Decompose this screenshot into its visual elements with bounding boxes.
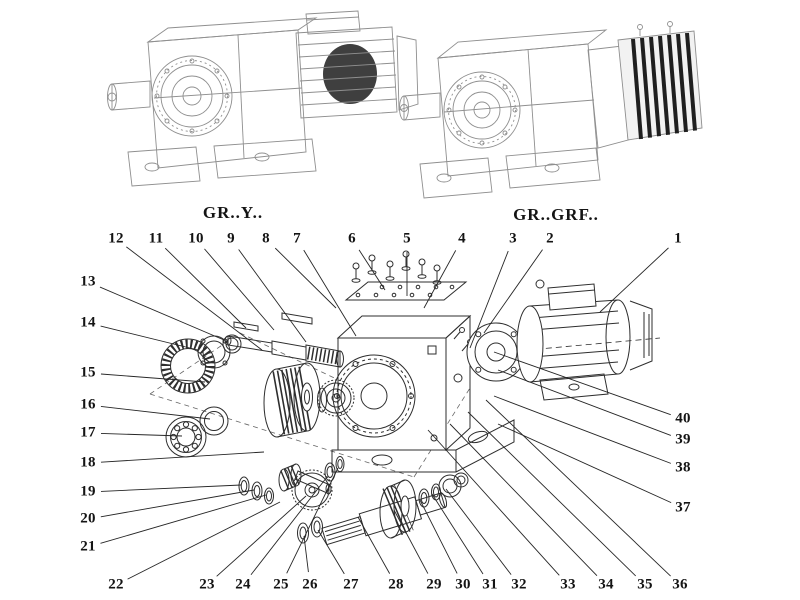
part-number-32: 32: [511, 576, 527, 593]
leader-lines: [99, 246, 672, 580]
leader-line-36: [485, 399, 671, 577]
leader-line-34: [449, 423, 598, 576]
part-number-40: 40: [675, 410, 691, 427]
leader-line-31: [431, 493, 484, 575]
model-label-gr-grf: GR..GRF..: [513, 205, 599, 224]
leader-line-28: [357, 516, 391, 574]
leader-line-26: [303, 535, 309, 573]
part-number-8: 8: [262, 230, 270, 247]
part-number-31: 31: [482, 576, 498, 593]
leader-line-4: [423, 250, 457, 309]
part-number-3: 3: [509, 230, 517, 247]
leader-line-12: [126, 246, 263, 351]
part-number-9: 9: [227, 230, 235, 247]
leader-line-3: [469, 250, 509, 349]
leader-line-13: [99, 286, 225, 341]
part-number-17: 17: [80, 424, 96, 441]
part-number-11: 11: [148, 230, 164, 247]
part-number-36: 36: [672, 576, 688, 593]
part-number-12: 12: [108, 230, 124, 247]
part-number-26: 26: [302, 576, 318, 593]
leader-line-21: [100, 494, 267, 544]
leader-line-8: [274, 247, 337, 309]
part-number-10: 10: [188, 230, 204, 247]
large-helical-gear: [263, 362, 321, 438]
part-number-35: 35: [637, 576, 653, 593]
leader-line-11: [164, 247, 247, 329]
part-number-7: 7: [293, 230, 301, 247]
leader-line-10: [204, 248, 275, 331]
motor-assembly: [453, 279, 661, 401]
leader-line-19: [100, 484, 242, 492]
leader-line-1: [599, 247, 669, 313]
leader-line-22: [127, 501, 281, 580]
part-number-5: 5: [403, 230, 411, 247]
leader-line-15: [100, 373, 206, 383]
part-number-22: 22: [108, 576, 124, 593]
leader-line-33: [427, 429, 560, 576]
part-number-15: 15: [80, 364, 96, 381]
part-number-4: 4: [458, 230, 466, 247]
part-number-29: 29: [426, 576, 442, 593]
leader-line-16: [100, 406, 211, 420]
leader-line-6: [358, 249, 386, 291]
assembled-gearmotor-gr-y: [107, 10, 419, 187]
leader-line-27: [317, 529, 345, 575]
leader-line-25: [286, 467, 339, 574]
second-stage-gear: [317, 379, 355, 417]
part-number-14: 14: [80, 314, 96, 331]
part-number-38: 38: [675, 459, 691, 476]
leader-line-24: [250, 476, 328, 576]
part-number-19: 19: [80, 483, 96, 500]
part-number-20: 20: [80, 510, 96, 527]
part-number-25: 25: [273, 576, 289, 593]
leader-line-7: [303, 249, 357, 337]
part-number-33: 33: [560, 576, 576, 593]
intermediate-shaft-assembly: [238, 456, 345, 511]
housing-cover-and-bolts: [344, 250, 468, 301]
leader-line-38: [493, 395, 672, 464]
part-number-37: 37: [675, 499, 691, 516]
leader-line-30: [419, 499, 458, 574]
part-number-30: 30: [455, 576, 471, 593]
part-number-2: 2: [546, 230, 554, 247]
part-number-18: 18: [80, 454, 96, 471]
leader-line-29: [393, 509, 429, 574]
part-number-1: 1: [674, 230, 682, 247]
leader-line-18: [100, 451, 265, 463]
part-number-27: 27: [343, 576, 359, 593]
leader-line-2: [483, 249, 543, 334]
part-number-21: 21: [80, 538, 96, 555]
assembled-gearmotor-gr-grf: [399, 21, 703, 199]
leader-line-40: [493, 351, 671, 416]
leader-line-9: [238, 249, 307, 343]
leader-line-39: [497, 369, 672, 436]
part-number-6: 6: [348, 230, 356, 247]
leader-line-20: [100, 489, 255, 518]
leader-line-32: [445, 488, 512, 575]
leader-line-14: [100, 325, 199, 351]
part-number-16: 16: [80, 396, 96, 413]
part-number-34: 34: [598, 576, 614, 593]
part-number-28: 28: [388, 576, 404, 593]
model-label-gr-y: GR..Y..: [202, 203, 264, 222]
leader-line-35: [467, 411, 637, 577]
part-number-13: 13: [80, 273, 96, 290]
leader-line-23: [216, 495, 307, 577]
input-shaft-assembly: [224, 312, 344, 368]
part-number-39: 39: [675, 431, 691, 448]
leader-line-17: [100, 432, 183, 437]
part-number-24: 24: [235, 576, 251, 593]
leader-line-37: [497, 423, 672, 504]
exploded-view: [149, 250, 661, 546]
part-number-23: 23: [199, 576, 215, 593]
bearing-set: [165, 406, 229, 458]
